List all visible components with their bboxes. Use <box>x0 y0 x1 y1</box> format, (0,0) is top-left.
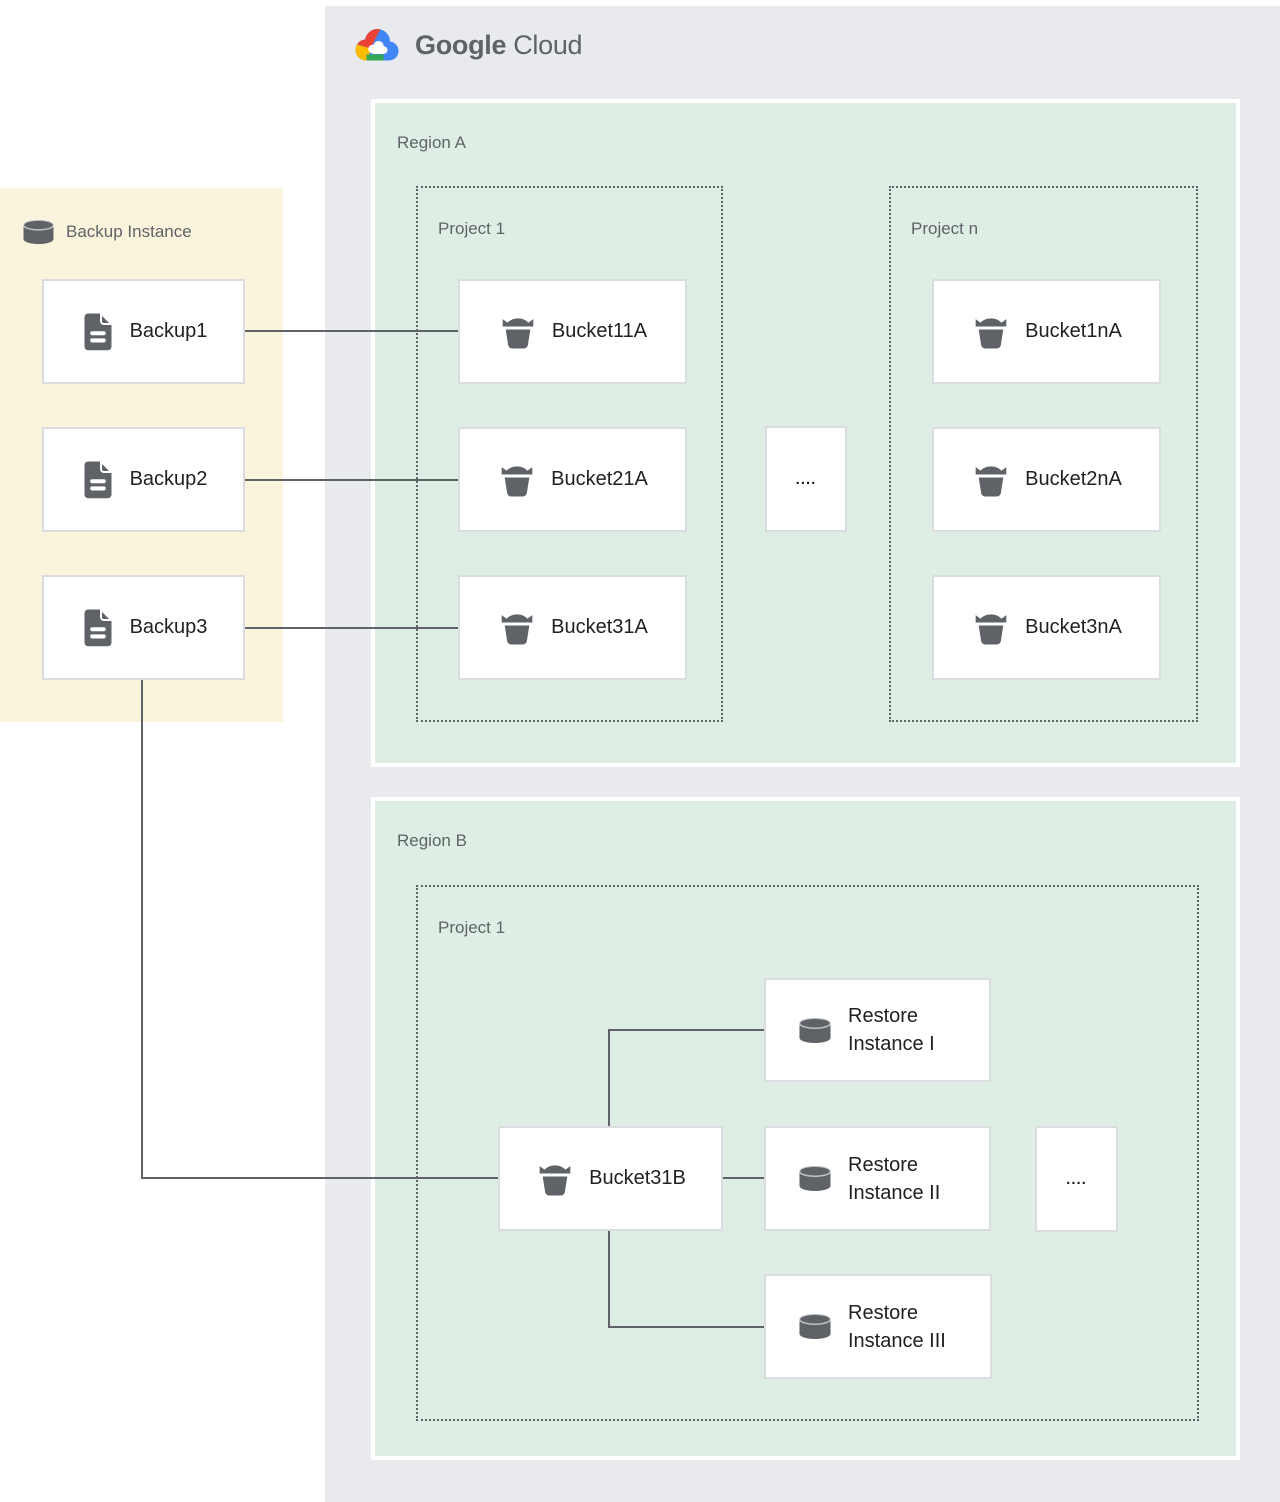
ellipsis-text: .... <box>1066 1170 1087 1188</box>
connector-bucket31b-restore1 <box>608 1029 764 1031</box>
connector-backup3-bucket31b <box>141 1177 498 1179</box>
connector-bucket31b-restore3 <box>608 1326 764 1328</box>
region-a-project-1-boundary <box>416 186 723 722</box>
region-a-project-1-label: Project 1 <box>438 219 506 238</box>
bucket1na-label: Bucket1nA <box>1025 320 1122 342</box>
bucket-icon <box>535 1159 575 1199</box>
document-icon <box>80 460 116 499</box>
google-cloud-logo-icon <box>352 26 402 65</box>
bucket2na-node: Bucket2nA <box>932 427 1161 532</box>
backup1-label: Backup1 <box>129 320 208 342</box>
restore-instance-1-label: Restore Instance I <box>848 1005 935 1055</box>
restore-instance-3-label: Restore Instance III <box>848 1301 946 1352</box>
connector-bucket31b-restore2 <box>723 1177 764 1179</box>
bucket31b-node: Bucket31B <box>498 1126 723 1231</box>
bucket31b-label: Bucket31B <box>589 1167 686 1189</box>
backup-panel-title: Backup Instance <box>66 222 192 241</box>
bucket21a-node: Bucket21A <box>458 427 687 532</box>
bucket11a-label: Bucket11A <box>551 320 648 342</box>
connector-backup3-down-vertical <box>141 680 143 1179</box>
document-icon <box>80 312 116 351</box>
bucket21a-label: Bucket21A <box>551 468 648 490</box>
region-b-ellipsis-node: .... <box>1035 1126 1118 1232</box>
backup2-node: Backup2 <box>42 427 245 532</box>
logo-brand-text: Google <box>415 30 507 60</box>
bucket1na-node: Bucket1nA <box>932 279 1161 384</box>
connector-backup1-bucket11a <box>245 330 458 332</box>
restore-instance-1-node: Restore Instance I <box>764 978 991 1082</box>
bucket-icon <box>971 460 1011 500</box>
bucket31a-label: Bucket31A <box>551 616 648 638</box>
connector-bucket31b-up-vertical <box>608 1029 610 1126</box>
bucket11a-node: Bucket11A <box>458 279 687 384</box>
database-icon <box>796 1016 834 1044</box>
ellipsis-text: .... <box>795 470 817 488</box>
bucket2na-label: Bucket2nA <box>1025 468 1122 490</box>
region-b-label: Region B <box>397 831 467 850</box>
restore-instance-2-node: Restore Instance II <box>764 1126 991 1231</box>
backup3-label: Backup3 <box>129 616 208 638</box>
backup1-node: Backup1 <box>42 279 245 384</box>
connector-backup3-bucket31a <box>245 627 458 629</box>
bucket-icon <box>971 608 1011 648</box>
backup2-label: Backup2 <box>129 468 208 490</box>
region-a-ellipsis-node: .... <box>765 426 847 532</box>
document-icon <box>80 608 116 647</box>
bucket-icon <box>971 312 1011 352</box>
bucket-icon <box>497 460 537 500</box>
database-icon <box>20 219 57 245</box>
region-a-project-n-label: Project n <box>911 219 979 238</box>
region-a-project-n-boundary <box>889 186 1198 722</box>
database-icon <box>796 1165 834 1192</box>
bucket3na-node: Bucket3nA <box>932 575 1161 680</box>
region-b-project-1-label: Project 1 <box>438 918 506 937</box>
region-b-project-1-boundary <box>416 885 1199 1421</box>
restore-instance-3-node: Restore Instance III <box>764 1274 992 1379</box>
bucket31a-node: Bucket31A <box>458 575 687 680</box>
connector-backup2-bucket21a <box>245 479 458 481</box>
logo-product-text: Cloud <box>513 30 583 60</box>
connector-bucket31b-down-vertical <box>608 1231 610 1328</box>
restore-instance-2-label: Restore Instance II <box>848 1153 941 1204</box>
bucket-icon <box>497 608 537 648</box>
bucket3na-label: Bucket3nA <box>1025 616 1122 638</box>
bucket-icon <box>498 312 538 352</box>
database-icon <box>796 1313 834 1340</box>
backup3-node: Backup3 <box>42 575 245 680</box>
region-a-label: Region A <box>397 133 466 152</box>
